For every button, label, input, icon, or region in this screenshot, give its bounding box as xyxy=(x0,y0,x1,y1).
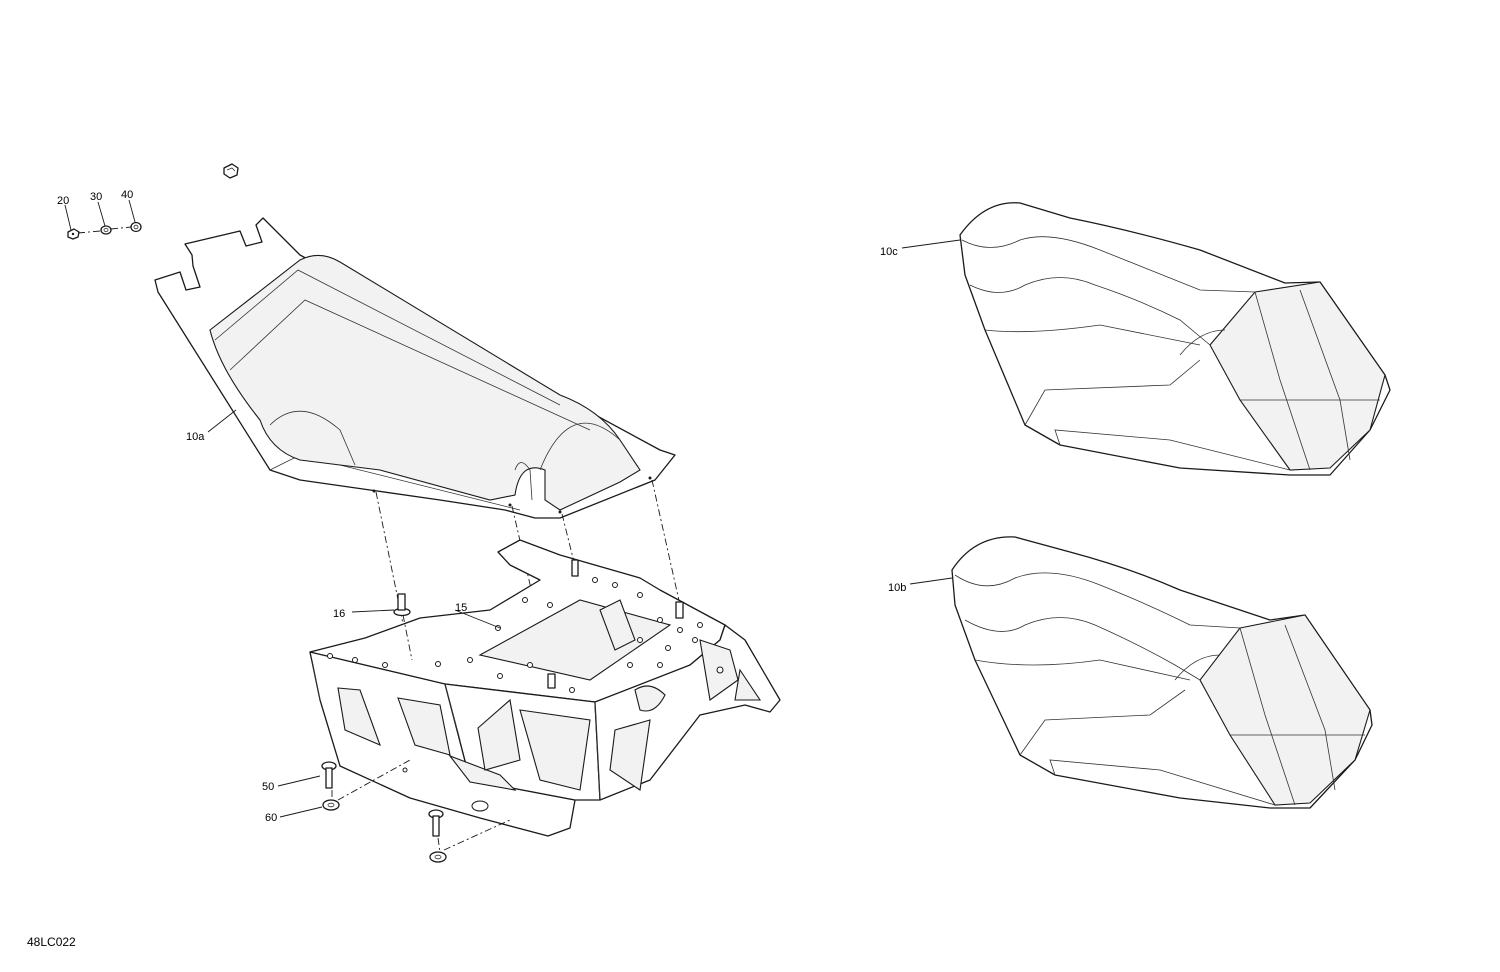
leader-40 xyxy=(128,199,136,223)
seat-frame-15 xyxy=(309,539,781,837)
seat-10c xyxy=(959,202,1391,476)
callout-30: 30 xyxy=(90,191,102,203)
hardware-axis-line xyxy=(77,226,132,234)
callout-15: 15 xyxy=(455,602,467,614)
leader-60 xyxy=(279,806,323,818)
callout-10a: 10a xyxy=(186,431,205,443)
seat-10a xyxy=(154,217,676,519)
leader-15 xyxy=(454,609,501,629)
seat-10b xyxy=(951,536,1373,809)
callout-40: 40 xyxy=(121,189,133,201)
figure-code: 48LC022 xyxy=(27,935,76,949)
leader-16 xyxy=(351,609,395,613)
leader-10c xyxy=(901,239,961,249)
washer-30 xyxy=(100,225,112,235)
washer-60 xyxy=(322,799,340,811)
callout-20: 20 xyxy=(57,195,69,207)
callout-16: 16 xyxy=(333,608,345,620)
clip-fastener xyxy=(223,163,239,179)
washer-40 xyxy=(130,221,142,233)
leader-10b xyxy=(909,577,953,585)
callout-50: 50 xyxy=(262,781,274,793)
leader-30 xyxy=(97,201,106,227)
leader-20 xyxy=(64,204,72,231)
callout-60: 60 xyxy=(265,812,277,824)
screw-lower xyxy=(428,809,444,837)
alignment-lines xyxy=(375,479,681,681)
screw-50 xyxy=(321,761,337,789)
callout-10c: 10c xyxy=(880,246,898,258)
fastener-16 xyxy=(393,593,411,617)
washer-lower xyxy=(429,851,447,863)
leader-10a xyxy=(207,409,237,433)
callout-10b: 10b xyxy=(888,582,906,594)
screw-20 xyxy=(67,228,80,240)
leader-50 xyxy=(277,775,321,787)
